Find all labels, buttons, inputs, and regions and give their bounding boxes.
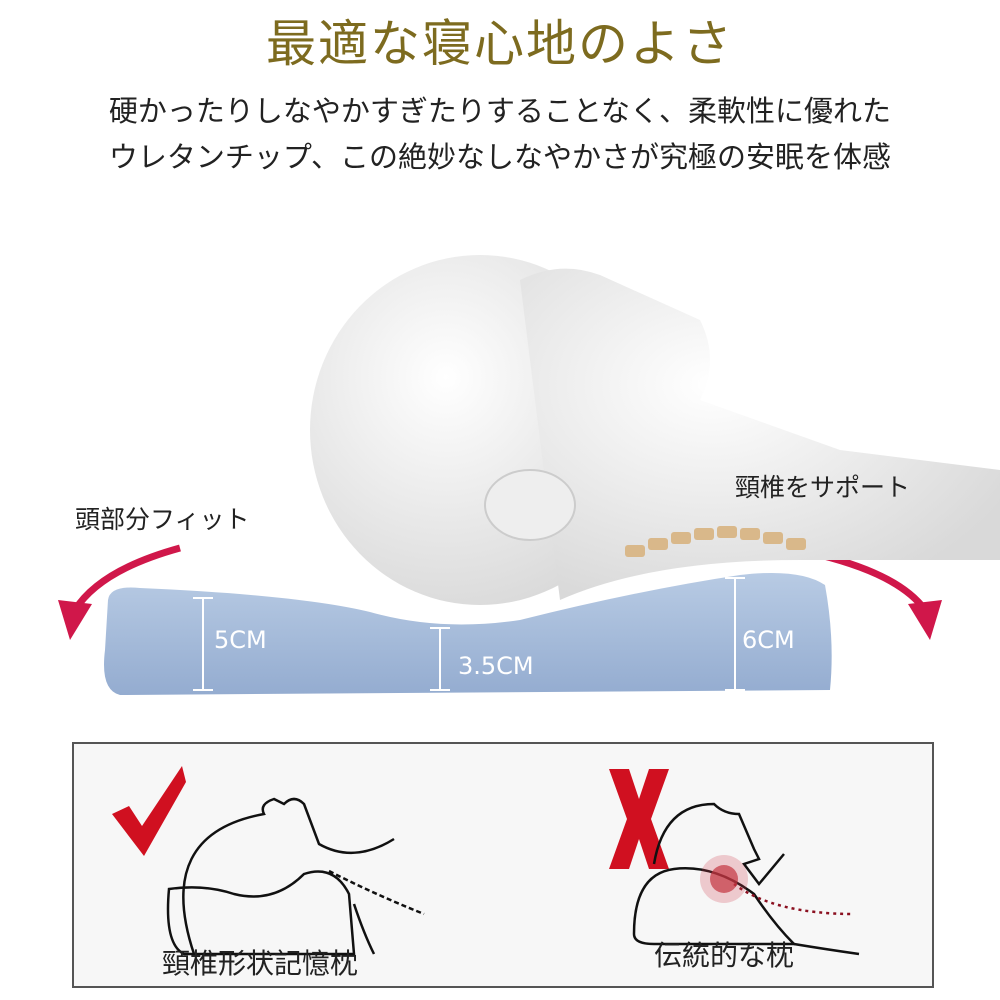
right-arrow-head [908, 600, 942, 640]
headline: 最適な寝心地のよさ [266, 15, 734, 73]
description-line-1: 硬かったりしなやかすぎたりすることなく、柔軟性に優れた [108, 94, 892, 128]
measurement-center: 3.5CM [458, 652, 534, 680]
head-fit-label: 頭部分フィット [75, 505, 250, 534]
pain-point-icon [710, 865, 738, 893]
measurement-right: 6CM [742, 626, 795, 654]
measurement-left: 5CM [214, 626, 267, 654]
comparison-drawings [112, 766, 860, 956]
comparison-panel: 頸椎形状記憶枕 伝統的な枕 [72, 742, 934, 988]
good-pillow-caption: 頸椎形状記憶枕 [162, 947, 359, 980]
check-icon [112, 766, 186, 856]
vertebrae-icon [625, 526, 806, 557]
measure-lines [193, 577, 745, 691]
x-icon [609, 769, 669, 869]
bad-pillow-caption: 伝統的な枕 [654, 939, 795, 972]
description-line-2: ウレタンチップ、この絶妙なしなやかさが究極の安眠を体感 [108, 140, 892, 174]
pillow-illustration [58, 255, 1000, 695]
ear [484, 469, 576, 541]
right-arrow [819, 551, 928, 613]
bad-pillow-drawing [632, 802, 860, 956]
good-pillow-drawing [166, 797, 425, 956]
neck-support-label: 頸椎をサポート [735, 473, 911, 502]
pillow [104, 572, 832, 695]
left-arrow-head [58, 600, 92, 640]
left-arrow [72, 544, 181, 612]
head [310, 255, 1000, 605]
